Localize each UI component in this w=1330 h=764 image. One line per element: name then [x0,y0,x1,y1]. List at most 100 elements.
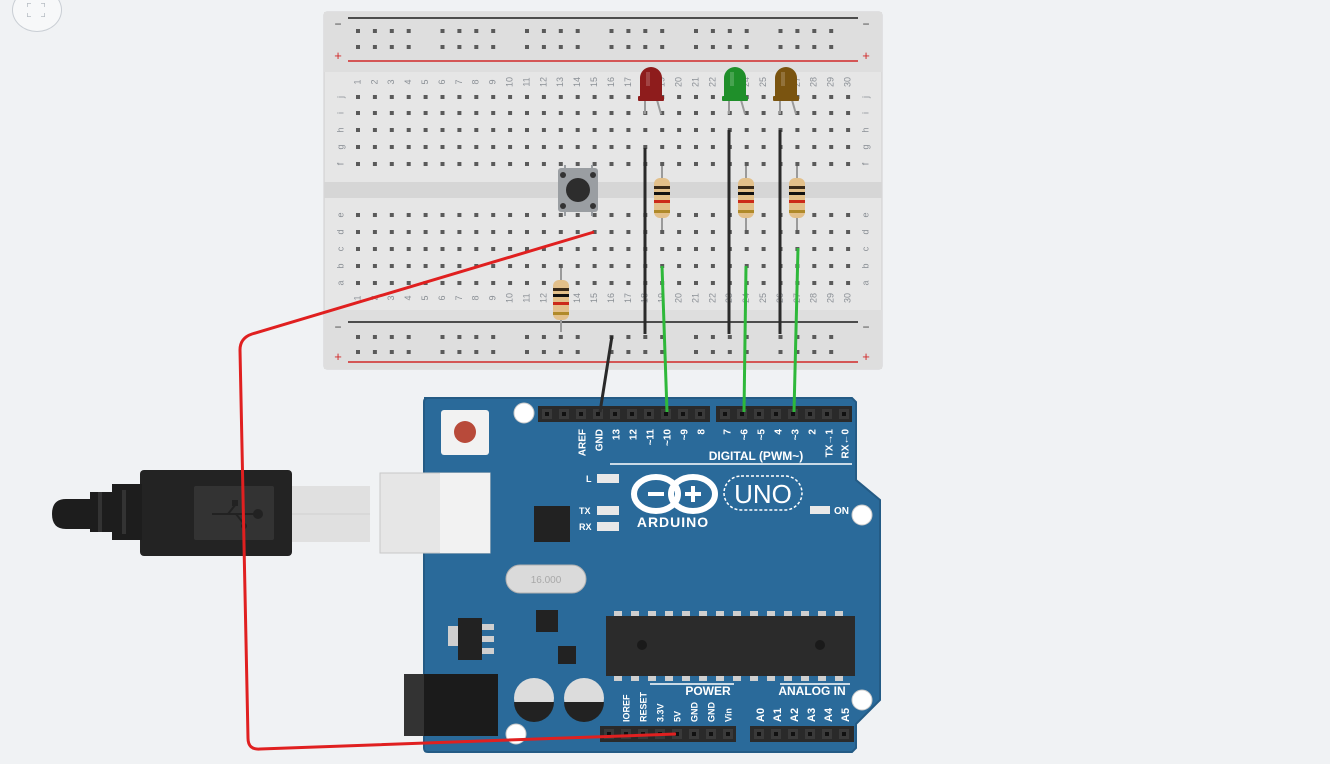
rail-hole[interactable] [660,29,665,33]
digital-header-right[interactable] [716,406,852,422]
rail-hole[interactable] [575,45,580,49]
breadboard-hole[interactable] [761,162,766,166]
breadboard-hole[interactable] [761,145,766,149]
breadboard-hole[interactable] [592,247,597,251]
rail-hole[interactable] [558,350,563,354]
breadboard-hole[interactable] [406,95,411,99]
breadboard-hole[interactable] [812,145,817,149]
breadboard-hole[interactable] [694,128,698,132]
breadboard-hole[interactable] [846,264,851,268]
rail-hole[interactable] [710,45,715,49]
rail-hole[interactable] [491,335,496,339]
rail-hole[interactable] [710,29,715,33]
breadboard-hole[interactable] [761,230,766,234]
breadboard-hole[interactable] [423,264,428,268]
breadboard-hole[interactable] [812,281,817,285]
rail-hole[interactable] [474,45,479,49]
breadboard-hole[interactable] [372,247,377,251]
breadboard-hole[interactable] [829,264,834,268]
breadboard-hole[interactable] [575,247,580,251]
breadboard-hole[interactable] [372,281,377,285]
breadboard-hole[interactable] [795,111,800,115]
rail-hole[interactable] [778,45,783,49]
breadboard-hole[interactable] [558,128,563,132]
breadboard-hole[interactable] [609,213,614,217]
breadboard-hole[interactable] [812,128,817,132]
breadboard-hole[interactable] [761,128,766,132]
breadboard-hole[interactable] [491,145,496,149]
breadboard-hole[interactable] [457,128,462,132]
breadboard-hole[interactable] [694,95,698,99]
rail-hole[interactable] [541,45,546,49]
breadboard-hole[interactable] [795,162,800,166]
breadboard-hole[interactable] [829,111,834,115]
breadboard-hole[interactable] [710,281,715,285]
rail-hole[interactable] [660,335,665,339]
breadboard-hole[interactable] [626,247,631,251]
rail-hole[interactable] [609,350,614,354]
breadboard-hole[interactable] [491,128,496,132]
breadboard-hole[interactable] [356,111,360,115]
breadboard-hole[interactable] [710,111,715,115]
breadboard-hole[interactable] [356,247,360,251]
breadboard-hole[interactable] [829,128,834,132]
breadboard-hole[interactable] [372,145,377,149]
breadboard-hole[interactable] [457,162,462,166]
breadboard-hole[interactable] [356,145,360,149]
breadboard-hole[interactable] [474,281,479,285]
rail-hole[interactable] [541,29,546,33]
breadboard-hole[interactable] [829,145,834,149]
breadboard-hole[interactable] [677,281,682,285]
breadboard-hole[interactable] [592,145,597,149]
rail-hole[interactable] [356,29,360,33]
breadboard-hole[interactable] [812,95,817,99]
breadboard-hole[interactable] [372,95,377,99]
breadboard-hole[interactable] [592,95,597,99]
breadboard-hole[interactable] [541,111,546,115]
rail-hole[interactable] [491,350,496,354]
breadboard-hole[interactable] [525,247,529,251]
rail-hole[interactable] [356,350,360,354]
breadboard-hole[interactable] [541,162,546,166]
rail-hole[interactable] [694,29,698,33]
breadboard-hole[interactable] [389,281,394,285]
rail-hole[interactable] [694,335,698,339]
rail-hole[interactable] [795,45,800,49]
breadboard-hole[interactable] [525,111,529,115]
rail-hole[interactable] [372,29,377,33]
wire-green-pin6[interactable] [742,265,748,413]
breadboard-hole[interactable] [812,111,817,115]
breadboard-hole[interactable] [389,145,394,149]
rail-hole[interactable] [372,335,377,339]
breadboard-hole[interactable] [508,230,513,234]
rail-hole[interactable] [660,350,665,354]
breadboard-hole[interactable] [372,230,377,234]
rail-hole[interactable] [829,335,834,339]
breadboard-hole[interactable] [694,213,698,217]
rail-hole[interactable] [812,335,817,339]
breadboard-hole[interactable] [592,213,597,217]
breadboard-hole[interactable] [491,247,496,251]
breadboard-hole[interactable] [710,128,715,132]
breadboard-hole[interactable] [525,230,529,234]
rail-hole[interactable] [643,335,648,339]
rail-hole[interactable] [744,45,749,49]
rail-hole[interactable] [541,350,546,354]
rail-hole[interactable] [829,29,834,33]
breadboard-hole[interactable] [558,162,563,166]
breadboard-hole[interactable] [575,95,580,99]
breadboard-hole[interactable] [525,95,529,99]
breadboard-hole[interactable] [558,230,563,234]
breadboard-hole[interactable] [609,264,614,268]
rail-hole[interactable] [525,45,529,49]
breadboard-hole[interactable] [812,162,817,166]
rail-hole[interactable] [778,350,783,354]
breadboard-hole[interactable] [643,128,648,132]
breadboard-hole[interactable] [423,145,428,149]
breadboard-hole[interactable] [795,145,800,149]
breadboard-hole[interactable] [389,230,394,234]
breadboard-hole[interactable] [710,95,715,99]
breadboard-hole[interactable] [575,281,580,285]
breadboard-hole[interactable] [626,95,631,99]
